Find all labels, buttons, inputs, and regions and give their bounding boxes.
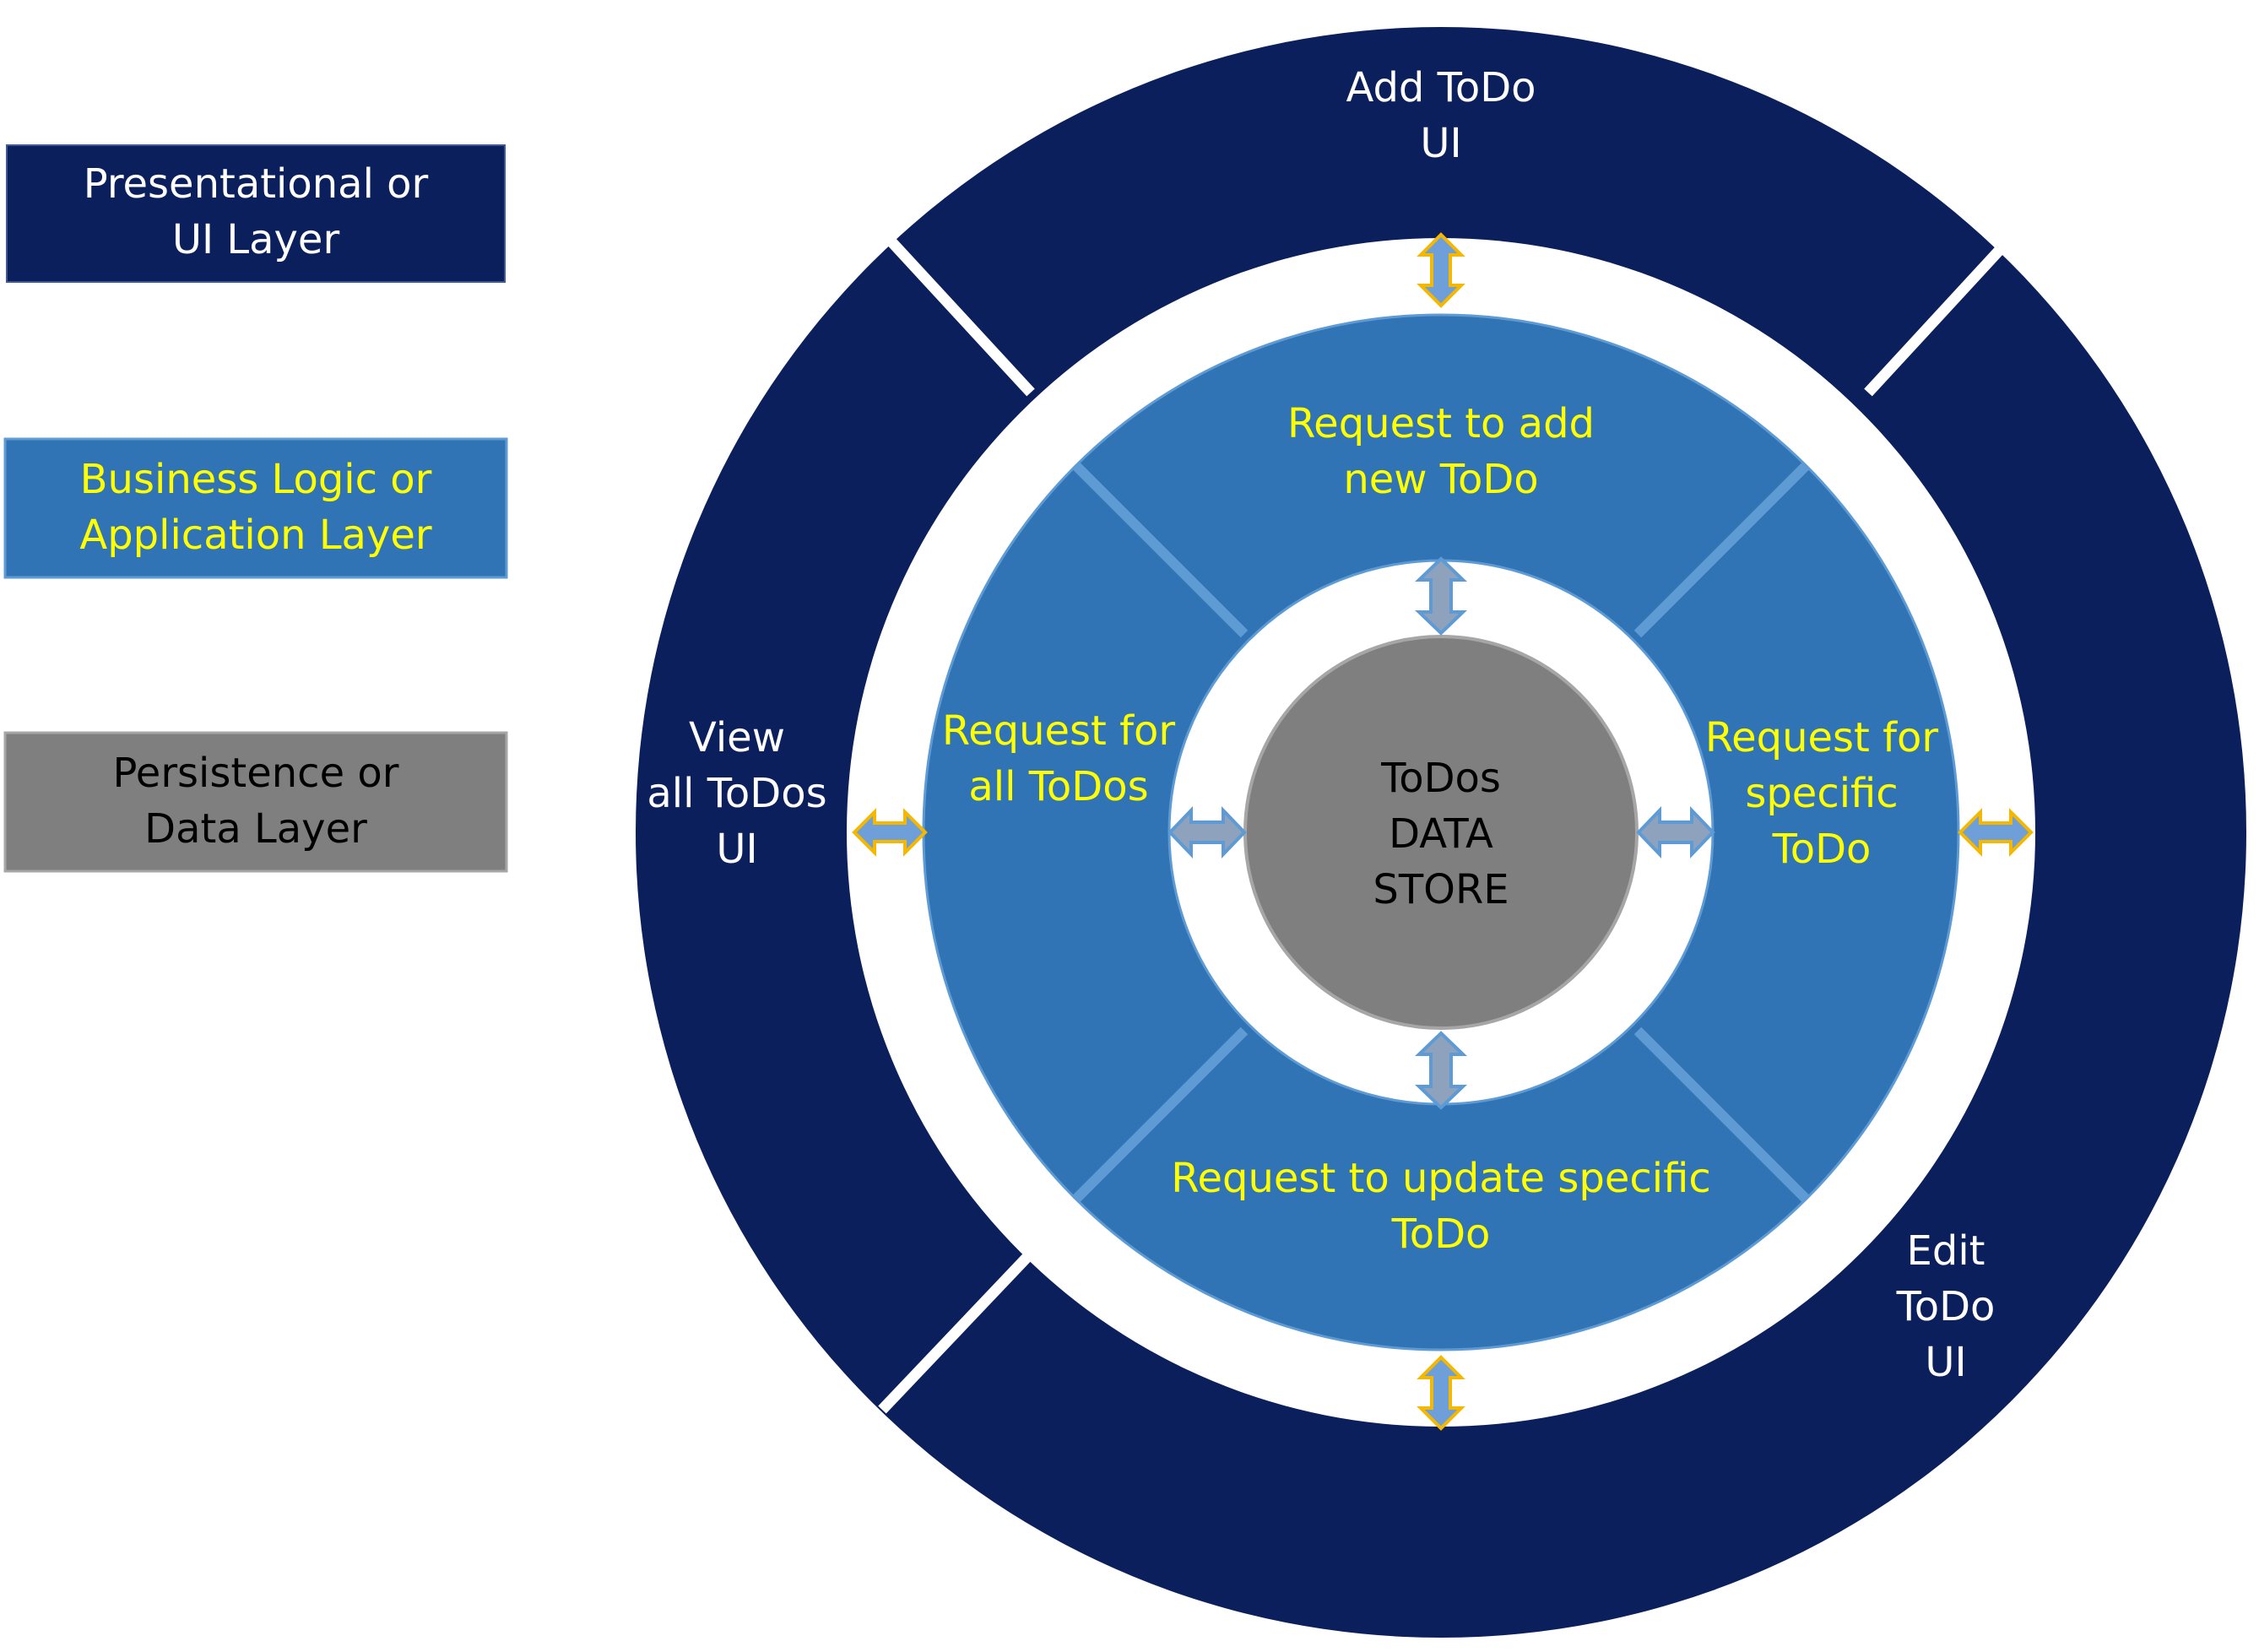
ui-layer-labels: Add ToDo UI View all ToDos UI Edit ToDo … xyxy=(647,64,1995,1386)
add-todo-ui-label-line2: UI xyxy=(1420,120,1461,167)
add-request-label-line1: Request to add xyxy=(1287,400,1595,447)
business-divider-bottom-left xyxy=(1071,1026,1249,1204)
data-store-label-line2: DATA xyxy=(1389,810,1493,858)
specific-request-label-line3: ToDo xyxy=(1772,826,1872,873)
update-request-label-line1: Request to update specific xyxy=(1171,1155,1710,1202)
ui-divider-bottom-left xyxy=(878,1254,1031,1414)
legend-business-label-line1: Business Logic or xyxy=(80,456,432,503)
legend-business-label-line2: Application Layer xyxy=(79,512,432,559)
all-request-label-line1: Request for xyxy=(942,707,1176,755)
data-store-label-line1: ToDos xyxy=(1380,755,1501,802)
view-todos-ui-label-line2: all ToDos xyxy=(647,770,826,817)
data-store-label-line3: STORE xyxy=(1373,866,1509,913)
ui-divider-top-right xyxy=(1864,236,2013,397)
legend-persistence-layer: Persistence or Data Layer xyxy=(3,731,508,873)
legend-persistence-swatch xyxy=(3,731,508,873)
business-divider-top-right xyxy=(1633,461,1811,638)
legend-presentation-swatch xyxy=(6,144,506,283)
business-layer-dividers xyxy=(1071,461,1811,1204)
legend-persistence-label-line1: Persistence or xyxy=(113,750,399,797)
view-todos-ui-label-line3: UI xyxy=(716,826,757,873)
ui-layer-dividers xyxy=(878,235,2013,1414)
data-layer-labels: ToDos DATA STORE xyxy=(1373,755,1509,913)
legend-presentation-label-line1: Presentational or xyxy=(84,160,429,208)
edit-todo-ui-label-line1: Edit xyxy=(1907,1227,1985,1275)
specific-request-label-line2: specific xyxy=(1745,770,1898,817)
business-layer-labels: Request to add new ToDo Request for all … xyxy=(942,400,1939,1258)
add-request-label-line2: new ToDo xyxy=(1343,456,1538,503)
business-divider-top-left xyxy=(1071,461,1249,638)
view-todos-ui-label-line1: View xyxy=(689,714,785,761)
edit-todo-ui-label-line3: UI xyxy=(1925,1339,1966,1386)
add-todo-ui-label-line1: Add ToDo xyxy=(1346,64,1536,111)
specific-request-label-line1: Request for xyxy=(1705,714,1939,761)
legend-presentation-label-line2: UI Layer xyxy=(172,216,340,263)
legend-presentation-layer: Presentational or UI Layer xyxy=(6,144,506,283)
legend-business-layer: Business Logic or Application Layer xyxy=(3,437,508,579)
legend: Presentational or UI Layer Business Logi… xyxy=(3,144,508,873)
edit-todo-ui-label-line2: ToDo xyxy=(1896,1283,1996,1330)
update-request-label-line2: ToDo xyxy=(1391,1211,1491,1258)
business-divider-bottom-right xyxy=(1633,1026,1811,1204)
all-request-label-line2: all ToDos xyxy=(968,763,1148,810)
ui-divider-top-left xyxy=(885,235,1035,397)
legend-business-swatch xyxy=(3,437,508,579)
legend-persistence-label-line2: Data Layer xyxy=(144,805,367,853)
